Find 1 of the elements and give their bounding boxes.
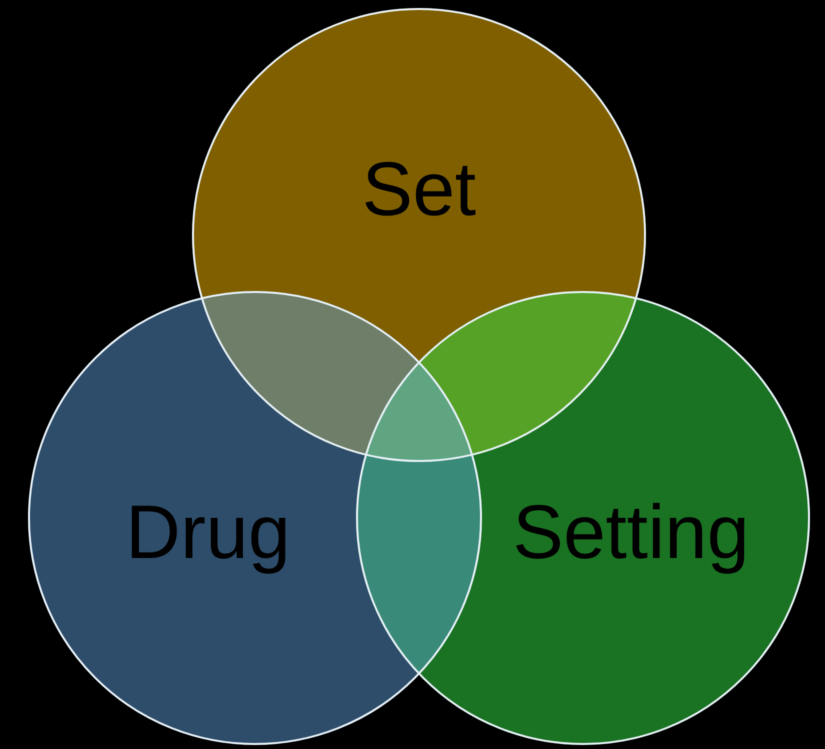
circle-label: Set <box>362 152 476 228</box>
